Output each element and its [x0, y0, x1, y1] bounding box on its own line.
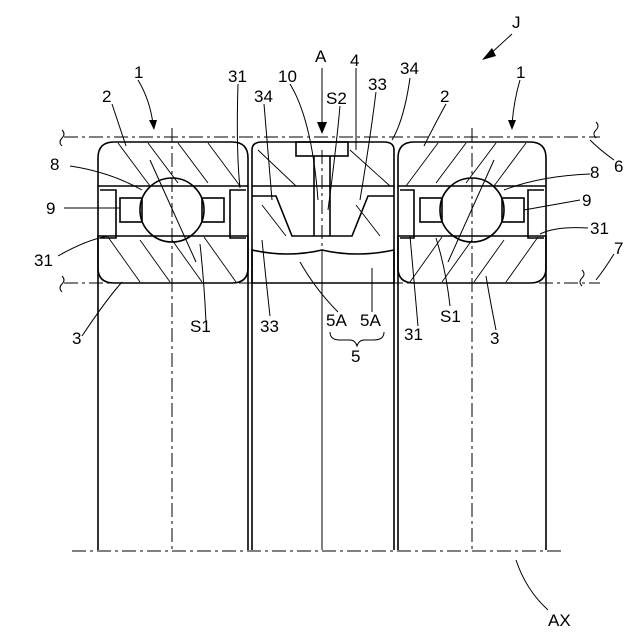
right-outer-ring-hatch	[406, 143, 526, 186]
arrows	[138, 34, 520, 134]
leader-31-left	[58, 236, 108, 256]
center-spacer	[252, 142, 394, 550]
left-cage-left	[120, 198, 142, 222]
label-s1-left: S1	[190, 317, 211, 336]
label-34-top: 34	[400, 59, 419, 78]
label-10: 10	[278, 67, 297, 86]
label-5a-left: 5A	[326, 311, 347, 330]
right-cage-right	[502, 198, 524, 222]
leader-lines	[58, 68, 614, 610]
label-8-right: 8	[590, 163, 599, 182]
label-9-left: 9	[46, 199, 55, 218]
label-6: 6	[614, 157, 623, 176]
left-seal-left	[100, 190, 116, 238]
label-2-left: 2	[102, 87, 111, 106]
label-5: 5	[351, 347, 360, 366]
label-s1-right: S1	[440, 307, 461, 326]
break-mark-left-lower	[60, 276, 64, 292]
leader-7	[596, 254, 614, 280]
spacer-hatch	[258, 150, 390, 236]
left-seal-right	[230, 190, 246, 238]
right-seal-right	[528, 190, 544, 238]
right-contact-angle-line	[448, 160, 494, 262]
label-j: J	[512, 13, 521, 32]
label-2-right: 2	[440, 87, 449, 106]
spacer-protrusion-33	[252, 196, 394, 236]
label-3-right: 3	[490, 329, 499, 348]
label-ax: AX	[548, 611, 571, 630]
label-33-top: 33	[368, 75, 387, 94]
left-inner-ring	[98, 236, 248, 283]
label-1-right: 1	[516, 63, 525, 82]
label-1-left: 1	[134, 63, 143, 82]
right-seal-left	[400, 190, 414, 238]
leader-5a-left	[300, 262, 338, 312]
label-31-left: 31	[34, 251, 53, 270]
leader-ax	[516, 560, 548, 610]
labels: J A 1 1 2 2 31 10 4 34 33 S2 34 8 8 6 9 …	[34, 13, 623, 630]
leader-34-right	[392, 78, 410, 140]
label-3-left: 3	[72, 329, 81, 348]
left-contact-angle-line	[150, 160, 196, 262]
arrow-1-right-head	[508, 120, 516, 130]
label-31-right: 31	[590, 219, 609, 238]
label-7: 7	[614, 239, 623, 258]
label-s2: S2	[326, 89, 347, 108]
label-34-left: 34	[254, 87, 273, 106]
label-33-bottom: 33	[260, 317, 279, 336]
label-5a-right: 5A	[360, 311, 381, 330]
leader-3-right	[486, 276, 496, 330]
leader-31-right	[540, 228, 588, 234]
arrow-j-head	[482, 48, 496, 60]
label-31-top: 31	[228, 67, 247, 86]
leader-2-right	[424, 104, 446, 146]
break-mark-right-upper	[594, 122, 598, 138]
leader-8-right	[504, 174, 590, 190]
label-4: 4	[350, 51, 359, 70]
arrow-1-right	[512, 80, 520, 124]
leader-3-left	[82, 282, 122, 336]
arrow-1-left-head	[149, 120, 157, 130]
inner-spacer-5	[252, 250, 394, 283]
leader-6	[590, 140, 614, 160]
left-cage-right	[202, 198, 224, 222]
leader-33-bottom	[262, 240, 270, 316]
label-31-bottom: 31	[404, 325, 423, 344]
right-cage-left	[420, 198, 442, 222]
break-mark-left-upper	[60, 130, 64, 146]
arrow-a-head	[317, 122, 327, 134]
break-mark-right-lower	[580, 270, 584, 286]
leader-31-top	[237, 84, 240, 188]
label-9-right: 9	[582, 191, 591, 210]
right-inner-ring-hatch	[410, 237, 538, 282]
leader-s1-right	[436, 238, 450, 306]
leader-33-top	[360, 92, 376, 200]
label-a: A	[315, 47, 327, 66]
brace-5	[330, 332, 384, 346]
leader-9-right	[524, 200, 580, 210]
left-bearing	[98, 142, 248, 550]
label-8-left: 8	[50, 155, 59, 174]
leader-2-left	[112, 104, 126, 146]
arrow-1-left	[138, 80, 153, 124]
